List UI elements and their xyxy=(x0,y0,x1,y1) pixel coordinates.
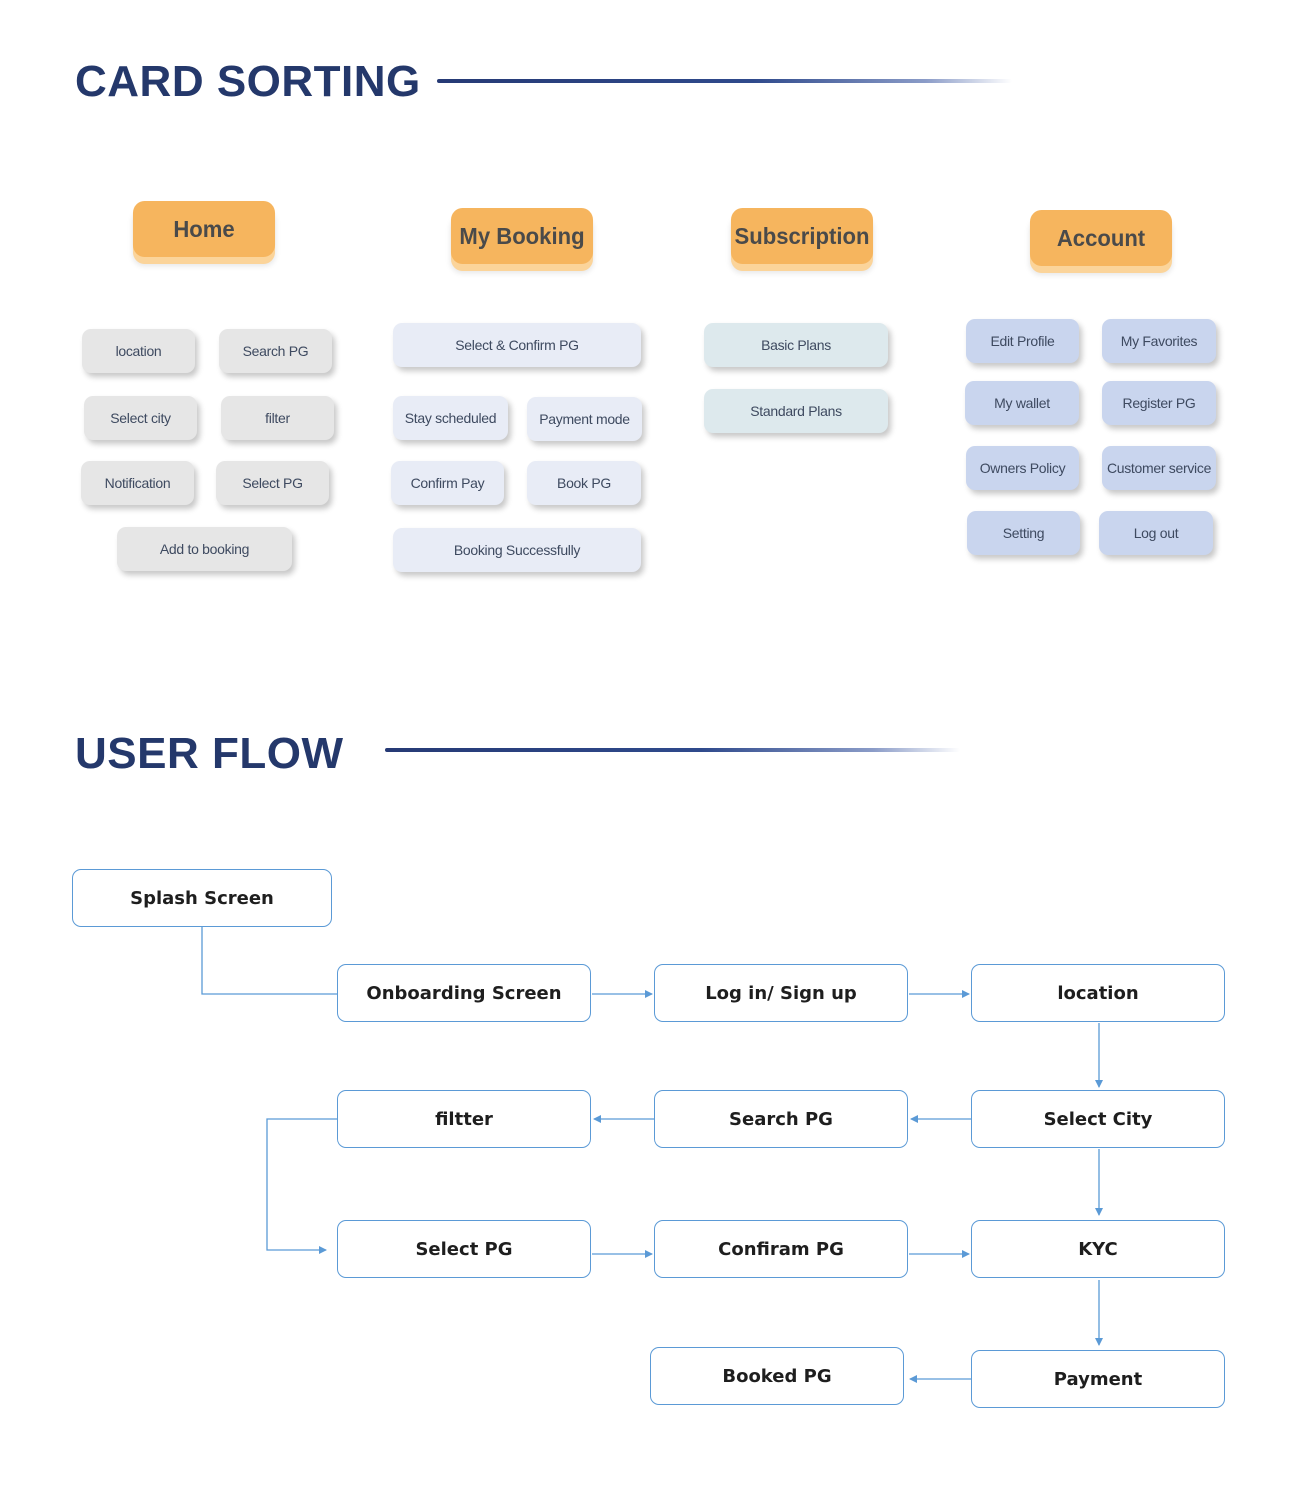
card-select-confirm-pg: Select & Confirm PG xyxy=(393,323,641,367)
card-my-favorites: My Favorites xyxy=(1102,319,1216,363)
flow-node-filter: filtter xyxy=(337,1090,591,1148)
category-home: Home xyxy=(132,201,276,257)
card-my-wallet: My wallet xyxy=(965,381,1079,425)
flow-node-booked-pg: Booked PG xyxy=(650,1347,904,1405)
card-sorting-title: CARD SORTING xyxy=(75,57,421,106)
user-flow-title-rule xyxy=(385,748,960,752)
connector-filter-selectpg xyxy=(266,1118,337,1254)
connector-splash-onboarding xyxy=(201,927,337,995)
flow-node-select-city: Select City xyxy=(971,1090,1225,1148)
card-add-to-booking: Add to booking xyxy=(117,527,292,571)
card-select-city: Select city xyxy=(84,396,197,440)
flow-node-search-pg: Search PG xyxy=(654,1090,908,1148)
card-search-pg: Search PG xyxy=(219,329,332,373)
card-book-pg: Book PG xyxy=(527,461,641,505)
card-register-pg: Register PG xyxy=(1102,381,1216,425)
flow-node-onboarding-screen: Onboarding Screen xyxy=(337,964,591,1022)
card-booking-successfully: Booking Successfully xyxy=(393,528,641,572)
category-my-booking: My Booking xyxy=(450,208,594,264)
flow-node-select-pg: Select PG xyxy=(337,1220,591,1278)
card-basic-plans: Basic Plans xyxy=(704,323,888,367)
category-account: Account xyxy=(1029,210,1173,266)
card-confirm-pay: Confirm Pay xyxy=(391,461,504,505)
card-sorting-title-rule xyxy=(437,79,1012,83)
flow-node-login-signup: Log in/ Sign up xyxy=(654,964,908,1022)
card-filter: filter xyxy=(221,396,334,440)
card-customer-service: Customer service xyxy=(1102,446,1216,490)
card-notification: Notification xyxy=(81,461,194,505)
card-location: location xyxy=(82,329,195,373)
card-select-pg: Select PG xyxy=(216,461,329,505)
card-log-out: Log out xyxy=(1099,511,1213,555)
card-standard-plans: Standard Plans xyxy=(704,389,888,433)
flow-node-kyc: KYC xyxy=(971,1220,1225,1278)
card-setting: Setting xyxy=(967,511,1080,555)
flow-node-confirm-pg: Confiram PG xyxy=(654,1220,908,1278)
flow-node-payment: Payment xyxy=(971,1350,1225,1408)
category-subscription: Subscription xyxy=(730,208,874,264)
card-owners-policy: Owners Policy xyxy=(966,446,1079,490)
card-payment-mode: Payment mode xyxy=(527,397,642,441)
card-stay-scheduled: Stay scheduled xyxy=(393,396,508,440)
card-edit-profile: Edit Profile xyxy=(966,319,1079,363)
flow-node-splash-screen: Splash Screen xyxy=(72,869,332,927)
flow-node-location: location xyxy=(971,964,1225,1022)
user-flow-title: USER FLOW xyxy=(75,729,344,778)
